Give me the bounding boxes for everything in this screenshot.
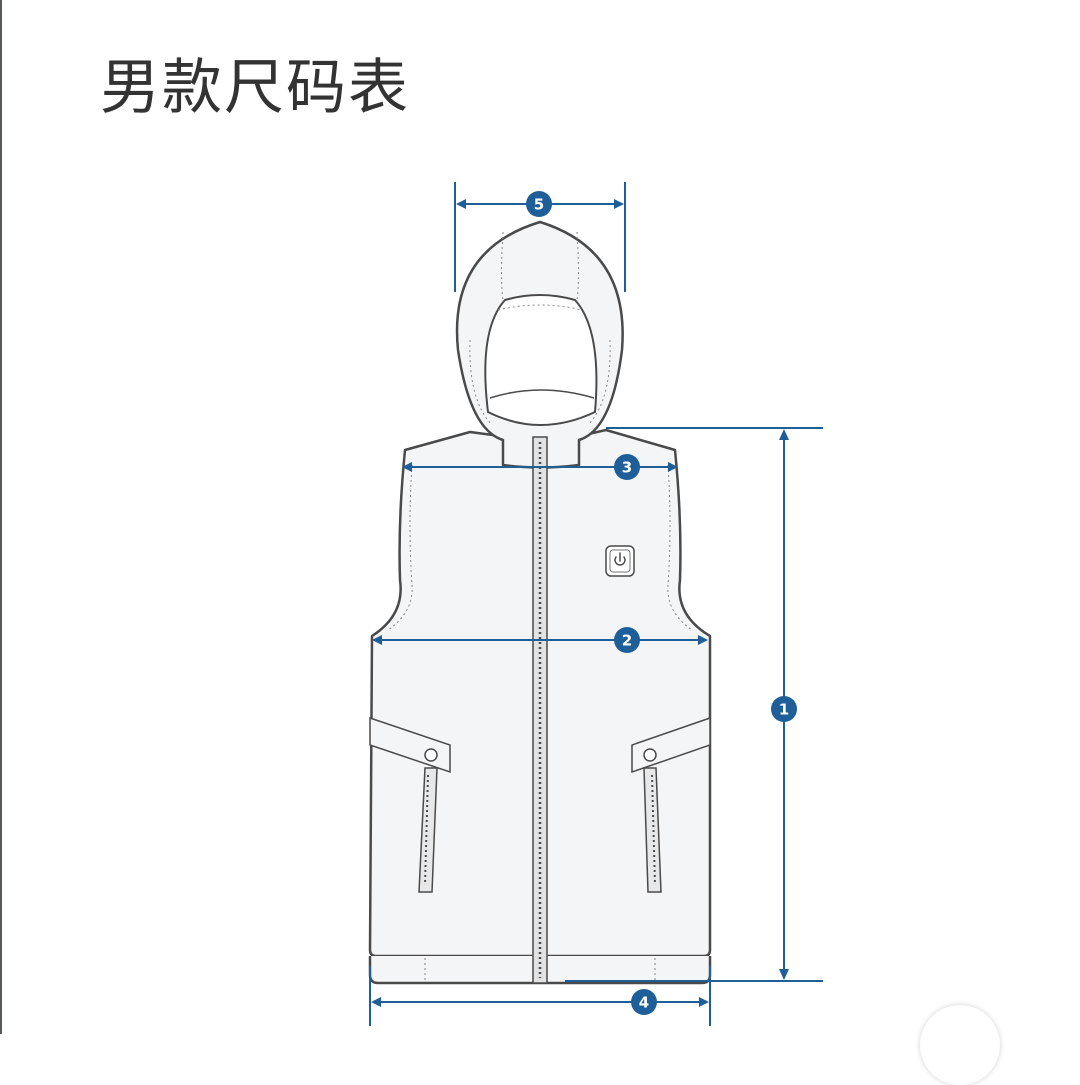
marker-5: 5 [526,191,552,217]
center-zipper [532,436,548,984]
left-edge-border [0,0,2,1034]
marker-3: 3 [614,454,640,480]
marker-5-label: 5 [534,196,544,214]
pocket-zippers [418,767,662,893]
power-icon [614,552,626,566]
vest-size-diagram: 5 3 2 1 4 [368,182,823,1026]
marker-3-label: 3 [622,459,632,477]
hood-stitching [469,231,611,426]
marker-4-label: 4 [639,994,649,1012]
hood [455,220,624,469]
power-button [605,545,635,577]
marker-2-label: 2 [622,632,632,650]
floating-action-button[interactable] [920,1005,1000,1085]
body-stitching [387,464,693,982]
marker-1-label: 1 [779,701,789,719]
pocket-buttons [424,748,657,762]
marker-2: 2 [614,627,640,653]
page-title: 男款尺码表 [100,53,410,123]
marker-4: 4 [631,989,657,1015]
marker-1: 1 [771,696,797,722]
